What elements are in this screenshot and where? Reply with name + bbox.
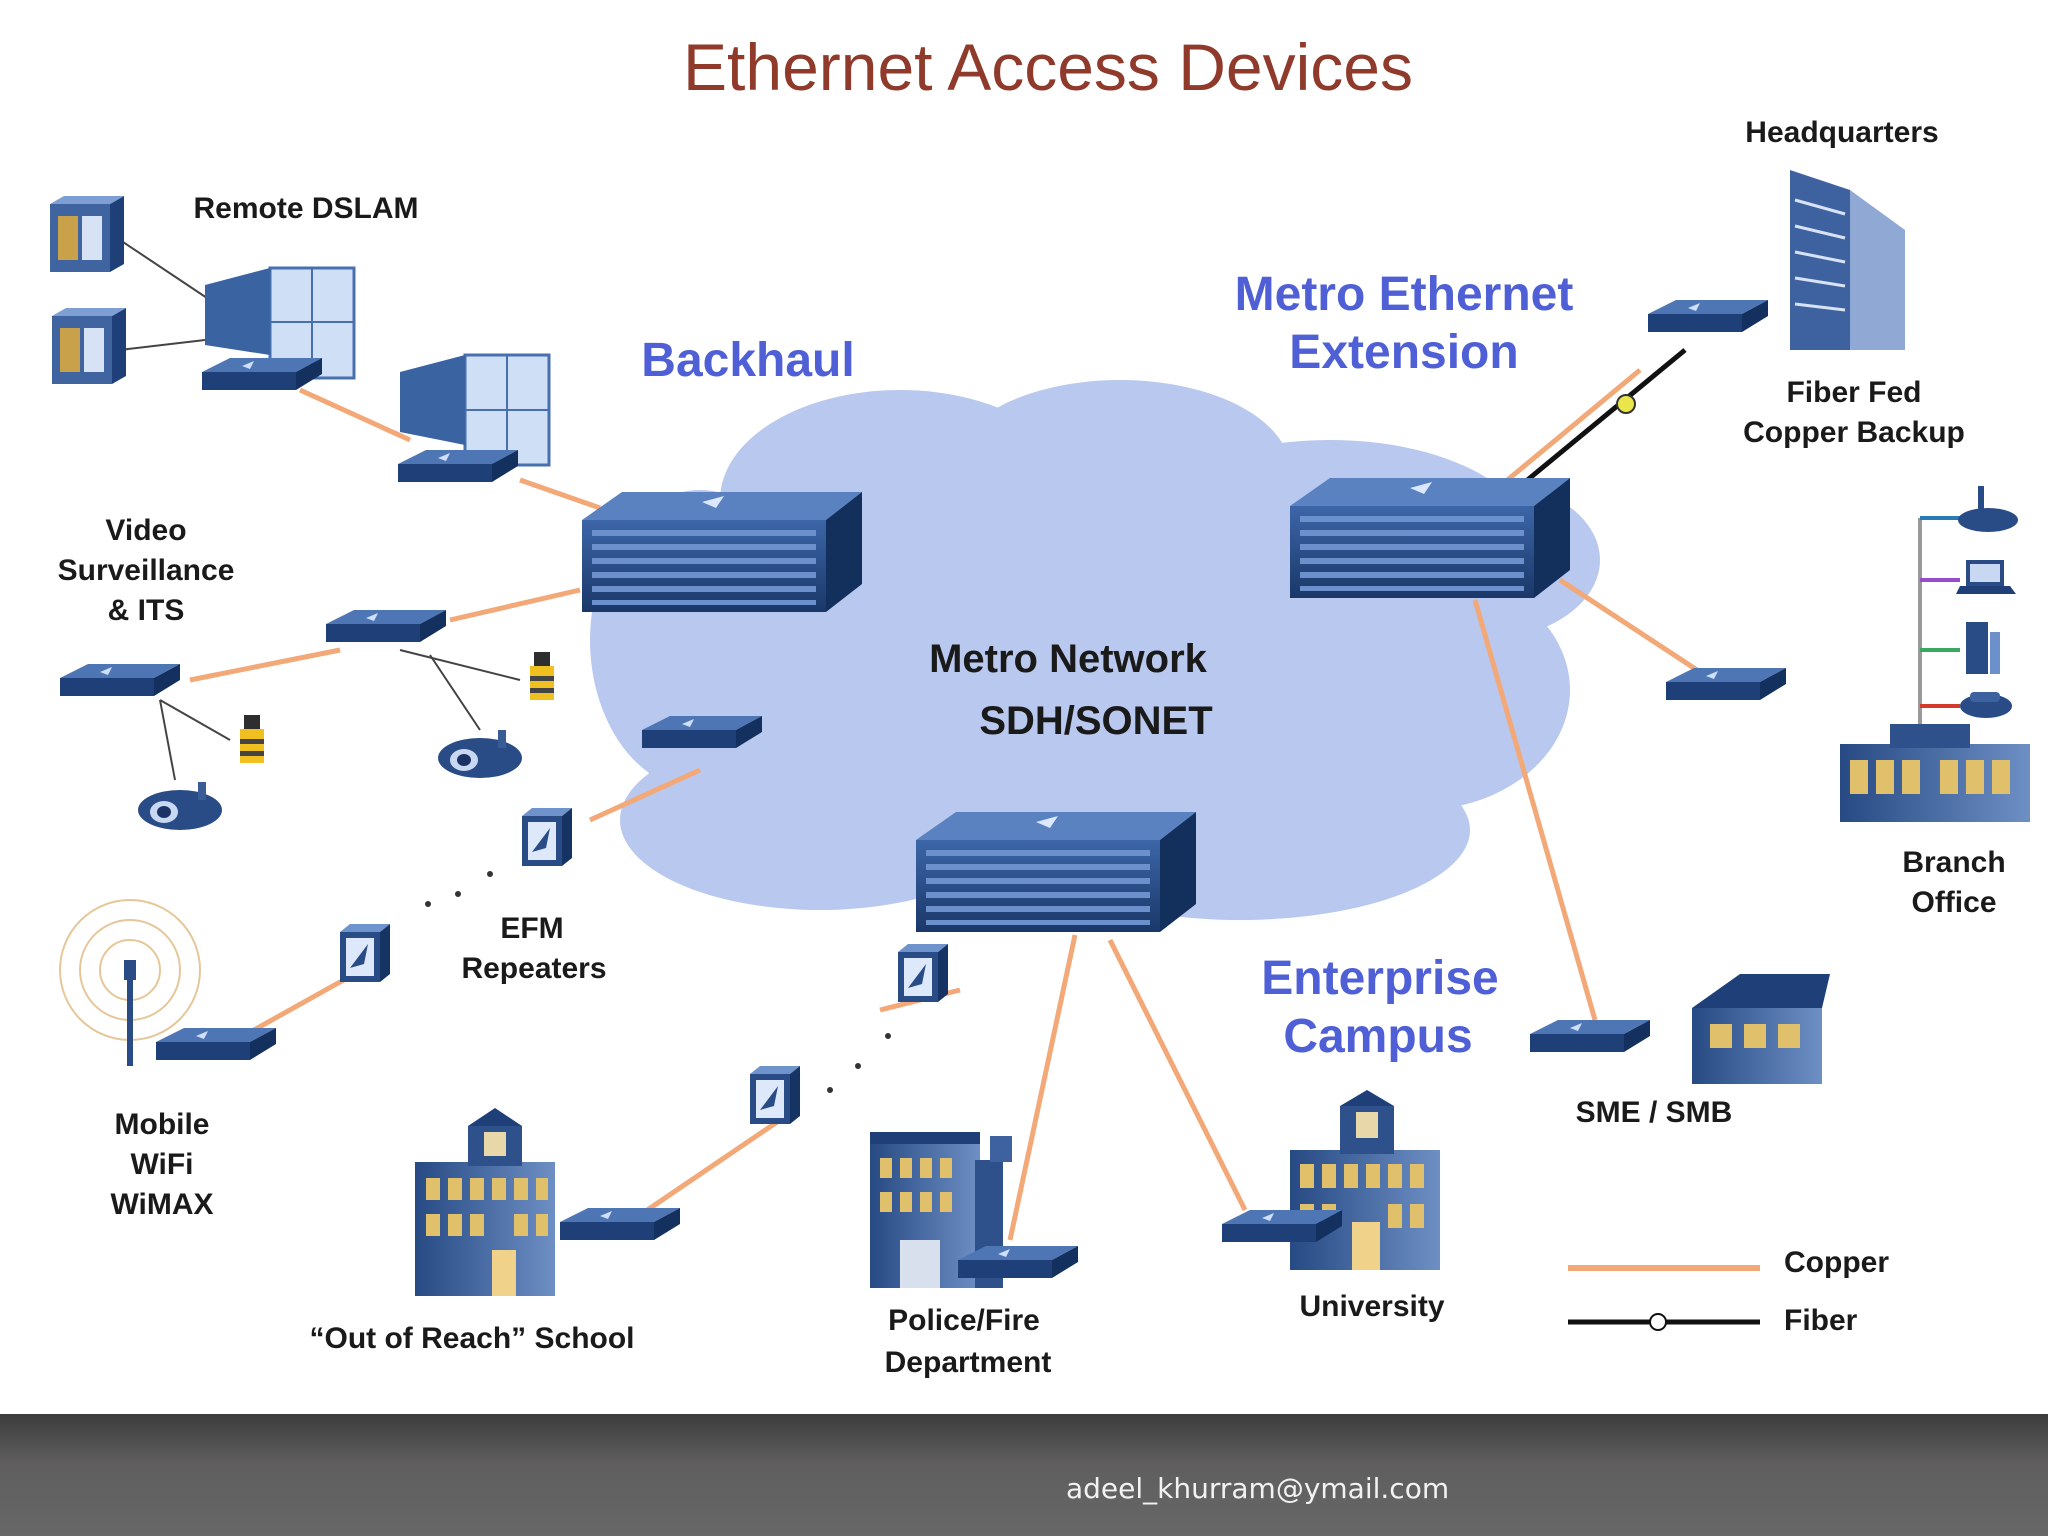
label-school: “Out of Reach” School <box>309 1322 634 1355</box>
region-label-enterprise: Enterprise <box>1261 952 1498 1005</box>
cloud-label-sdh-sonet: SDH/SONET <box>979 699 1212 743</box>
modem-icon <box>202 358 322 390</box>
copper-link <box>1107 938 1248 1212</box>
copper-link <box>519 477 601 511</box>
copper-link <box>1558 577 1702 675</box>
dslam-rack-icon <box>400 353 551 467</box>
label-department: Department <box>885 1346 1052 1379</box>
network-diagram: Ethernet Access Devices <box>50 30 2030 1379</box>
modem-icon <box>60 664 180 696</box>
backhaul-aggregation-chassis <box>582 492 862 612</box>
copper-links <box>189 368 1702 1241</box>
modem-icon <box>1648 300 1768 332</box>
laptop-icon <box>1956 560 2016 594</box>
label-headquarters: Headquarters <box>1745 116 1938 149</box>
efm-repeater-icon <box>522 808 572 866</box>
label-wifi: WiFi <box>130 1148 193 1181</box>
modem-icon <box>1666 668 1786 700</box>
headquarters-building-icon <box>1790 170 1905 350</box>
label-police-fire: Police/Fire <box>888 1304 1040 1337</box>
legend-fiber-swatch <box>1568 1313 1760 1331</box>
label-sme-smb: SME / SMB <box>1576 1096 1733 1129</box>
efm-repeater-icon <box>898 944 948 1002</box>
region-label-metro-ethernet: Metro Ethernet <box>1235 268 1574 321</box>
sme-building-icon <box>1692 974 1830 1084</box>
router-icon <box>1958 486 2018 532</box>
label-surveillance: Surveillance <box>58 554 235 587</box>
region-label-campus: Campus <box>1283 1010 1472 1063</box>
copper-link <box>449 587 581 623</box>
enterprise-campus-chassis <box>916 812 1196 932</box>
label-efm: EFM <box>500 912 563 945</box>
label-its: & ITS <box>108 594 185 627</box>
video-surveillance-group <box>60 610 554 830</box>
label-branch: Branch <box>1902 846 2005 879</box>
traffic-beacon-icon <box>530 652 554 700</box>
copper-link <box>638 1117 782 1218</box>
video-links <box>159 649 521 781</box>
wifi-tower-icon <box>59 899 201 1066</box>
label-university: University <box>1299 1290 1444 1323</box>
cabinet-icon <box>52 308 126 384</box>
footer-bar <box>0 1414 2048 1536</box>
legend: Copper Fiber <box>1568 1246 1889 1337</box>
cloud-label-metro-network: Metro Network <box>929 637 1208 681</box>
region-label-backhaul: Backhaul <box>641 334 854 387</box>
label-mobile: Mobile <box>115 1108 210 1141</box>
efm-repeater-icon <box>750 1066 800 1124</box>
phone-icon <box>1960 692 2012 718</box>
camera-icon <box>138 782 222 830</box>
copper-link <box>189 647 341 683</box>
wireless-dots <box>425 871 891 1093</box>
copper-link <box>588 767 702 823</box>
remote-dslam-cluster <box>50 196 551 482</box>
efm-repeater-icon <box>340 924 390 982</box>
label-video: Video <box>105 514 186 547</box>
footer-email: adeel_khurram@ymail.com <box>1066 1472 1450 1505</box>
label-repeaters: Repeaters <box>461 952 606 985</box>
dslam-links <box>119 239 211 351</box>
modem-icon <box>560 1208 680 1240</box>
branch-lan <box>1918 516 1960 730</box>
legend-copper-label: Copper <box>1784 1246 1889 1279</box>
diagram-title: Ethernet Access Devices <box>683 30 1413 104</box>
copper-link <box>1007 934 1078 1241</box>
label-wimax: WiMAX <box>110 1188 213 1221</box>
copper-link <box>1472 599 1598 1021</box>
modem-icon <box>326 610 446 642</box>
camera-icon <box>438 730 522 778</box>
fiber-link <box>1523 348 1687 484</box>
modem-icon <box>398 450 518 482</box>
label-copper-backup: Copper Backup <box>1743 416 1965 449</box>
university-building-icon <box>1290 1090 1440 1270</box>
metro-extension-chassis <box>1290 478 1570 598</box>
label-office: Office <box>1911 886 1996 919</box>
traffic-beacon-icon <box>240 715 264 763</box>
modem-icon <box>156 1028 276 1060</box>
desktop-icon <box>1966 622 2000 674</box>
modem-icon <box>1530 1020 1650 1052</box>
copper-link <box>1503 368 1642 484</box>
branch-devices <box>1956 486 2018 718</box>
copper-link <box>298 387 412 443</box>
label-remote-dslam: Remote DSLAM <box>193 192 418 225</box>
label-fiber-fed: Fiber Fed <box>1786 376 1921 409</box>
cabinet-icon <box>50 196 124 272</box>
legend-fiber-label: Fiber <box>1784 1304 1858 1337</box>
school-building-icon <box>415 1108 555 1296</box>
branch-office-building-icon <box>1840 724 2030 822</box>
region-label-extension: Extension <box>1289 326 1518 379</box>
